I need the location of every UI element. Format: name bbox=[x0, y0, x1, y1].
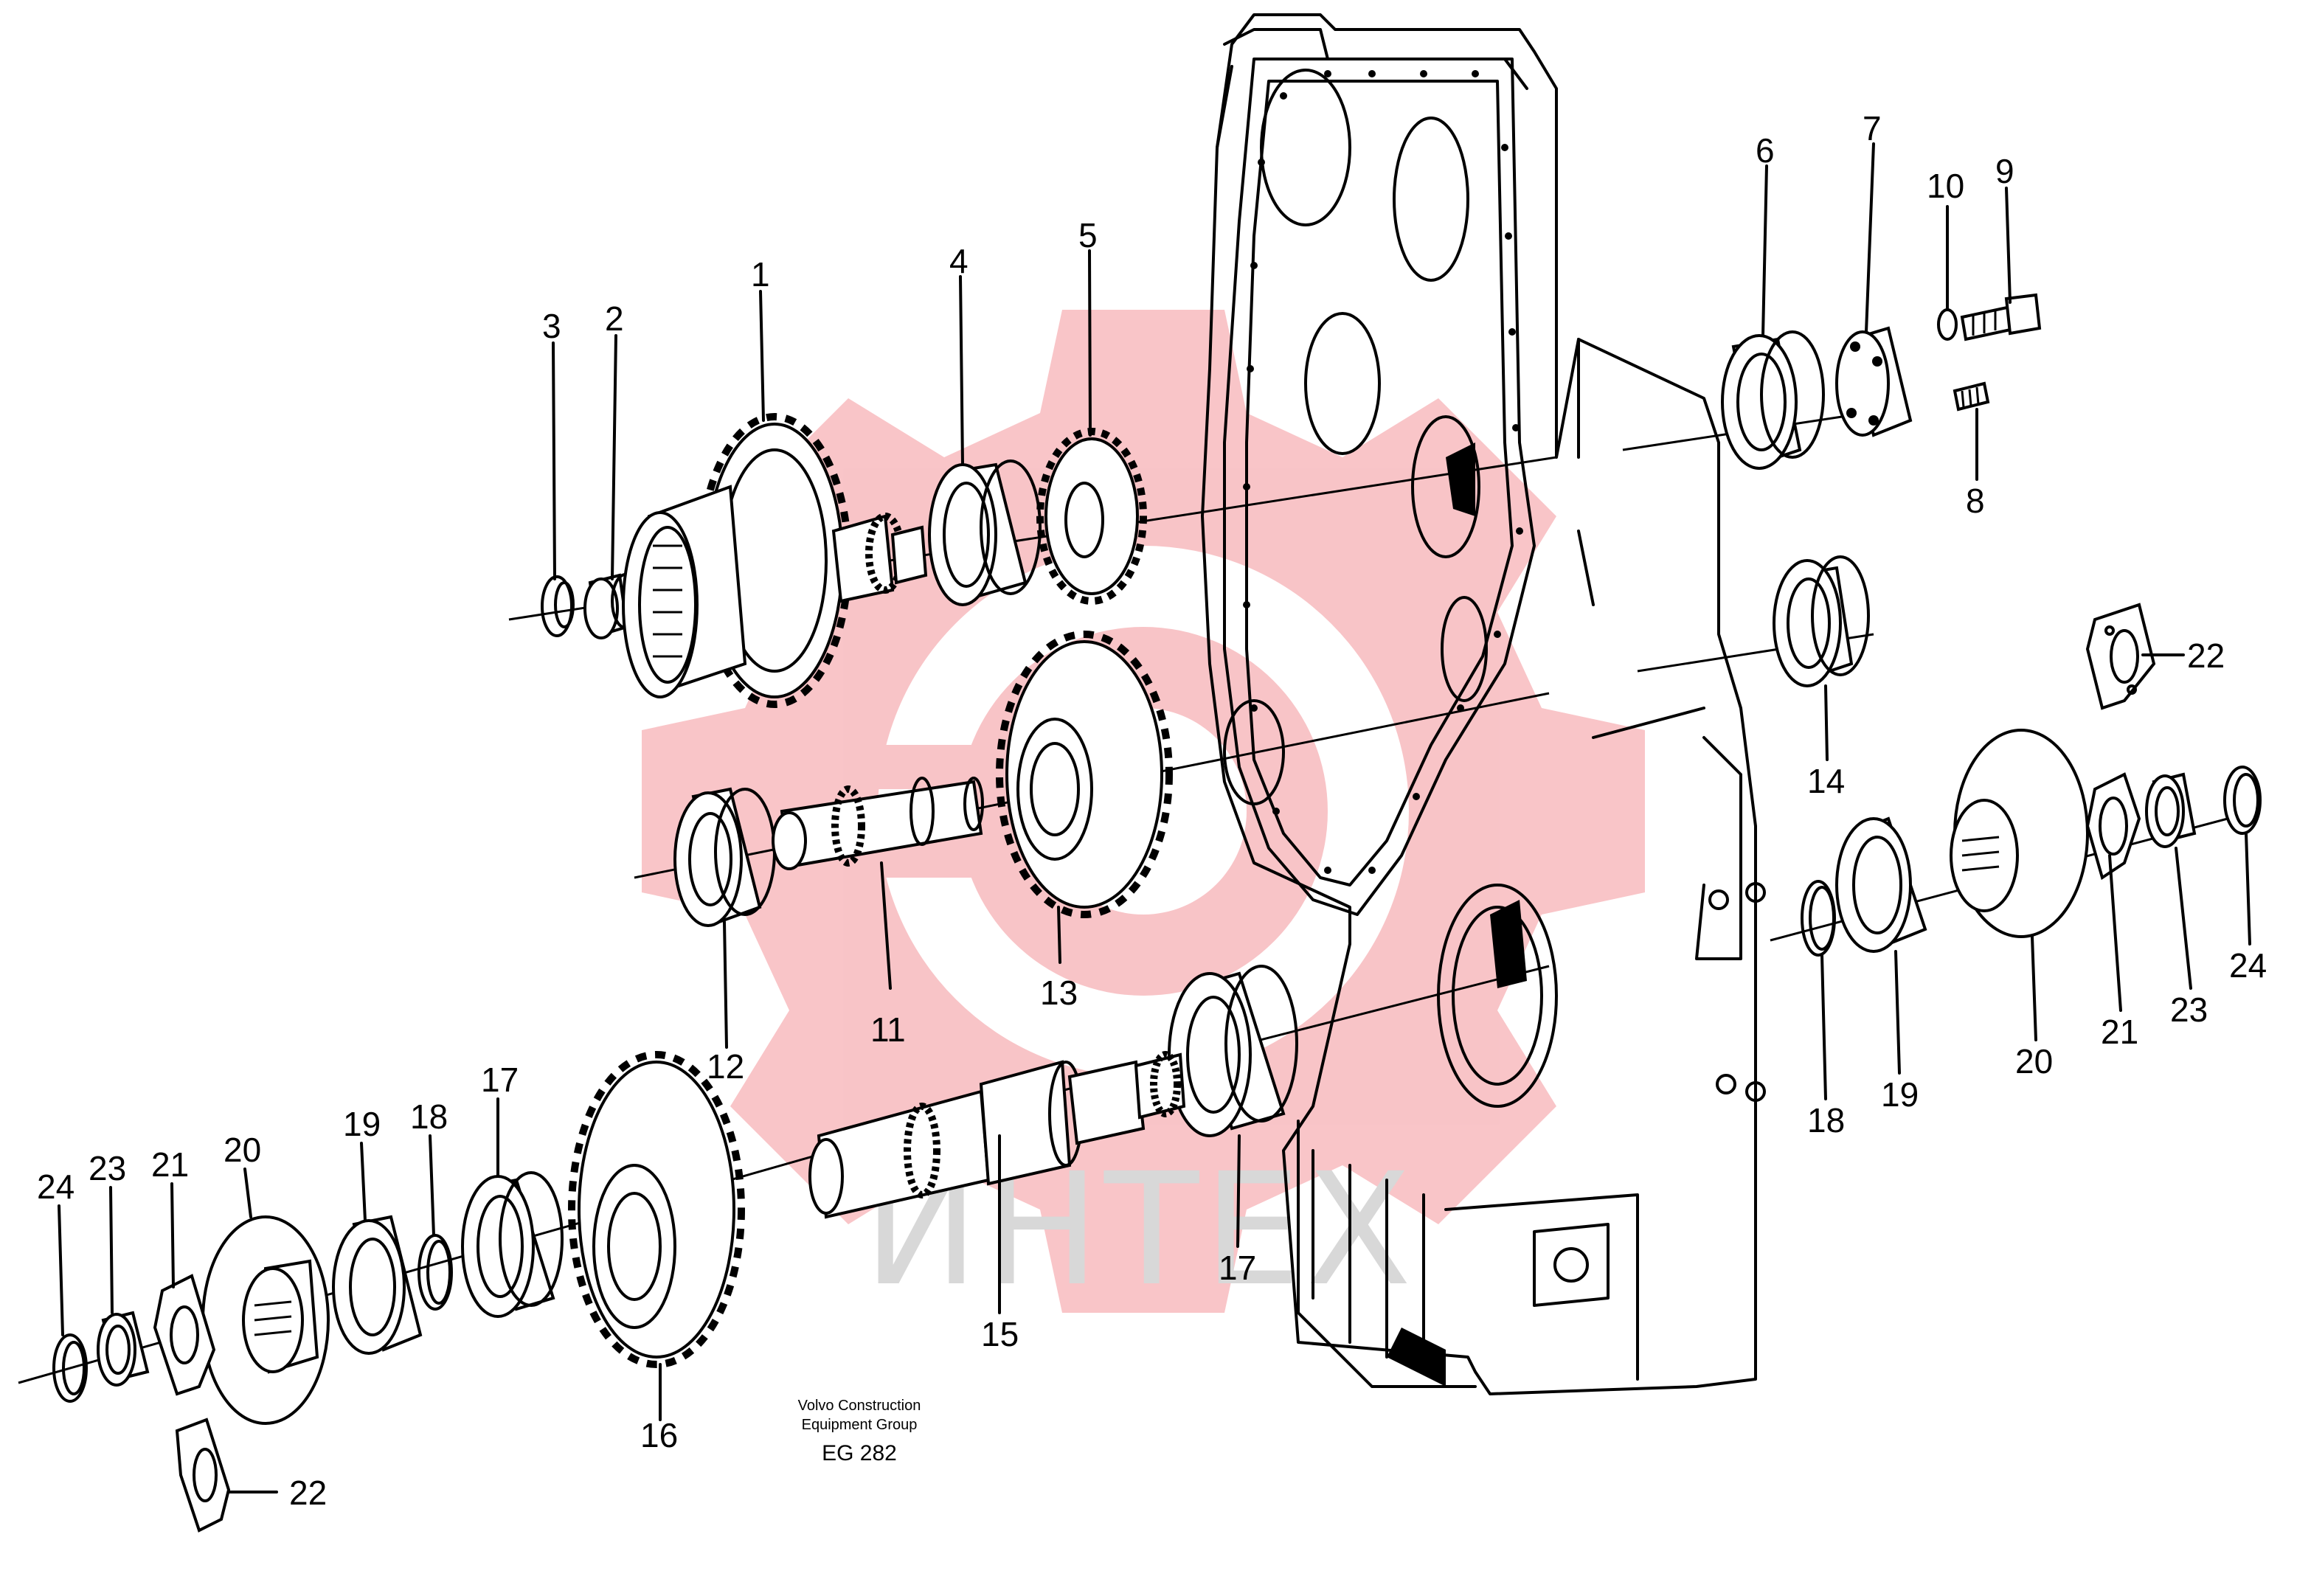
part-nut-23-right bbox=[2145, 772, 2197, 848]
part-cover-plate-7 bbox=[1835, 326, 1913, 437]
part-plug-8 bbox=[1953, 381, 1990, 412]
part-ball-bearing-4 bbox=[928, 459, 1042, 606]
callout-16: 16 bbox=[640, 1416, 678, 1454]
callout-12: 12 bbox=[707, 1047, 744, 1086]
callout-9: 9 bbox=[1995, 152, 2014, 190]
callout-20-left: 20 bbox=[224, 1131, 261, 1169]
callout-20-right: 20 bbox=[2015, 1042, 2053, 1080]
part-nut-23-left bbox=[97, 1311, 150, 1387]
callout-6: 6 bbox=[1756, 131, 1775, 170]
part-washer-10 bbox=[1937, 308, 1958, 341]
callout-4: 4 bbox=[949, 242, 969, 280]
part-locking-plate-22-left bbox=[175, 1418, 231, 1533]
callout-14: 14 bbox=[1807, 762, 1845, 800]
part-shaft-11 bbox=[772, 777, 984, 870]
credit-line-1: Volvo Construction bbox=[798, 1398, 921, 1414]
callout-17-left: 17 bbox=[481, 1061, 519, 1099]
figure-code: EG 282 bbox=[822, 1441, 897, 1465]
callout-24-right: 24 bbox=[2229, 946, 2267, 985]
part-bolt-9 bbox=[1960, 293, 2042, 341]
callout-18-right: 18 bbox=[1807, 1101, 1845, 1139]
callout-18-left: 18 bbox=[410, 1097, 448, 1136]
callout-17-right: 17 bbox=[1219, 1249, 1256, 1287]
callout-13: 13 bbox=[1040, 974, 1078, 1012]
part-seal-19-right bbox=[1835, 816, 1927, 953]
callout-15: 15 bbox=[981, 1315, 1019, 1353]
part-o-ring-18-right bbox=[1801, 880, 1836, 957]
callout-21-right: 21 bbox=[2101, 1013, 2138, 1051]
callout-11: 11 bbox=[870, 1010, 906, 1049]
part-ball-bearing-12 bbox=[673, 787, 776, 927]
part-ball-bearing-17-right bbox=[1168, 965, 1298, 1137]
part-gear-16 bbox=[568, 1051, 745, 1368]
part-ball-bearing-14 bbox=[1773, 555, 1870, 687]
part-flange-20-right bbox=[1950, 729, 2089, 938]
callout-22-right: 22 bbox=[2187, 636, 2225, 675]
callout-3: 3 bbox=[542, 307, 561, 345]
part-seal-19-left bbox=[332, 1215, 423, 1355]
callout-24-left: 24 bbox=[37, 1167, 75, 1206]
credit-line-2: Equipment Group bbox=[802, 1417, 918, 1433]
part-retaining-ring-3 bbox=[541, 575, 575, 637]
callout-labels: 1 2 3 4 5 6 7 8 9 10 11 12 13 14 15 16 1… bbox=[37, 109, 2267, 1512]
callout-8: 8 bbox=[1966, 482, 1985, 520]
part-o-ring-18-left bbox=[417, 1234, 453, 1311]
callout-22-left: 22 bbox=[289, 1474, 327, 1512]
part-ball-bearing-17-left bbox=[461, 1171, 564, 1318]
callout-19-right: 19 bbox=[1881, 1075, 1919, 1114]
part-needle-bearing-2 bbox=[583, 573, 640, 639]
callout-10: 10 bbox=[1927, 167, 1964, 205]
part-locking-plate-21-right bbox=[2085, 772, 2141, 881]
part-output-shaft-15 bbox=[808, 1051, 1186, 1219]
credit-block: Volvo Construction Equipment Group EG 28… bbox=[798, 1398, 921, 1465]
callout-23-left: 23 bbox=[89, 1149, 126, 1187]
part-flange-20-left bbox=[201, 1215, 330, 1425]
part-snap-ring-24-left bbox=[52, 1333, 88, 1403]
callout-21-left: 21 bbox=[151, 1145, 189, 1184]
callout-2: 2 bbox=[605, 299, 624, 338]
callout-23-right: 23 bbox=[2170, 990, 2208, 1029]
transmission-housing bbox=[1201, 13, 1766, 1395]
part-locking-plate-22-right bbox=[2085, 603, 2156, 710]
callout-5: 5 bbox=[1078, 216, 1098, 254]
callout-19-left: 19 bbox=[343, 1105, 381, 1143]
part-gear-1 bbox=[622, 413, 928, 708]
cover-bolt-holes bbox=[1243, 70, 1523, 874]
part-gear-13 bbox=[996, 631, 1173, 918]
part-gear-5 bbox=[1036, 428, 1147, 605]
part-locking-plate-21-left bbox=[153, 1274, 216, 1396]
part-snap-ring-24-right bbox=[2223, 766, 2262, 835]
leader-lines bbox=[58, 142, 2251, 1493]
callout-1: 1 bbox=[751, 255, 770, 294]
part-ball-bearing-6 bbox=[1721, 330, 1825, 470]
callout-7: 7 bbox=[1863, 109, 1882, 148]
